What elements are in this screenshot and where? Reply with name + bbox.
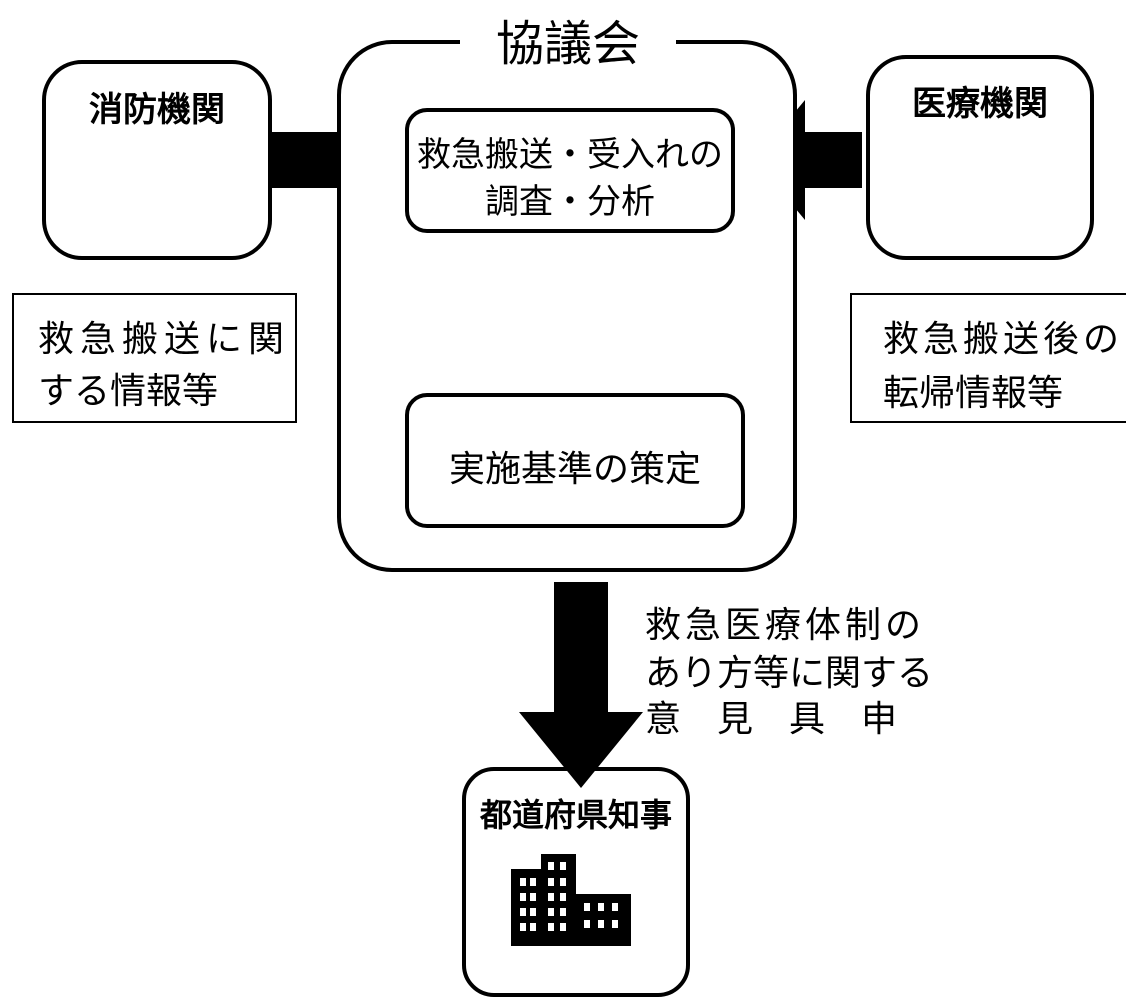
medical-info-line1: 救急搬送後の	[883, 319, 1124, 360]
governor-title: 都道府県知事	[479, 796, 672, 834]
fire-dept-info-line2: する情報等	[38, 371, 219, 412]
medical-title: 医療機関	[912, 84, 1048, 124]
process-bottom-label: 実施基準の策定	[448, 449, 701, 490]
medical-box	[866, 55, 1094, 260]
medical-info-box	[850, 293, 1126, 423]
opinion-line1: 救急医療体制の	[645, 605, 926, 646]
medical-info-line2: 転帰情報等	[883, 373, 1064, 414]
fire-dept-title: 消防機関	[89, 90, 225, 130]
fire-dept-box	[42, 60, 272, 260]
fire-dept-info-box	[12, 293, 297, 423]
process-bottom-box	[405, 393, 745, 528]
office-building-icon	[511, 854, 631, 946]
process-top-line2: 調査・分析	[485, 182, 655, 222]
fire-dept-info-line1: 救急搬送に関	[38, 319, 291, 360]
council-title: 協議会	[460, 4, 676, 74]
arrow-down	[519, 582, 643, 788]
process-top-box	[405, 108, 735, 233]
process-top-line1: 救急搬送・受入れの	[417, 135, 723, 175]
opinion-line2: あり方等に関する	[645, 653, 934, 694]
opinion-line3: 意 見 具 申	[645, 699, 898, 740]
